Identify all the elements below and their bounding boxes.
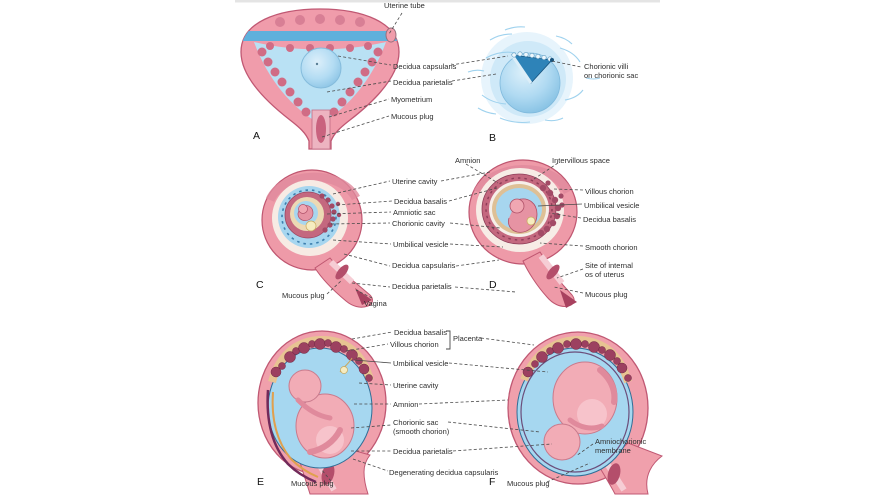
label-site-of-internal-os: Site of internal os of uterus <box>585 261 633 279</box>
panel-e-uterus-fetus <box>257 330 387 495</box>
panel-letter-a: A <box>253 130 261 142</box>
label-d-mucous-plug: Mucous plug <box>585 290 628 299</box>
fundus-frills <box>275 14 365 27</box>
umbilical-vesicle-e <box>340 366 348 374</box>
label-intervillous-space: Intervillous space <box>552 156 610 165</box>
panel-b-chorionic-sac <box>467 26 601 124</box>
label-c-decidua-capsularis: Decidua capsularis <box>392 261 456 270</box>
uterine-tube-opening <box>385 27 397 43</box>
vagina-c <box>355 288 372 305</box>
label-uterine-tube: Uterine tube <box>384 1 425 10</box>
label-e-decidua-basalis: Decidua basalis <box>394 328 447 337</box>
villi-clusters-f <box>522 338 632 382</box>
panel-letter-b: B <box>489 132 497 144</box>
label-e-umbilical-vesicle: Umbilical vesicle <box>393 359 449 368</box>
mucous-plug-d <box>546 264 560 280</box>
mucous-plug-c <box>335 264 349 280</box>
label-amniochorionic-membrane: Amniochorionic membrane <box>595 437 646 455</box>
label-e-decidua-parietalis: Decidua parietalis <box>393 447 453 456</box>
label-c-uterine-cavity: Uterine cavity <box>392 177 438 186</box>
panel-d-uterus <box>468 159 578 308</box>
label-f-mucous-plug: Mucous plug <box>507 479 550 488</box>
umbilical-vesicle-c <box>305 220 317 232</box>
label-c-mucous-plug: Mucous plug <box>282 291 325 300</box>
wedge-cut-face <box>510 54 533 84</box>
label-site-os-line1: Site of internal <box>585 261 633 270</box>
embryo-dot <box>315 62 319 66</box>
mucous-plug-f <box>607 463 621 485</box>
label-placenta: Placenta <box>453 334 483 343</box>
label-c-decidua-parietalis: Decidua parietalis <box>392 282 452 291</box>
label-e-uterine-cavity: Uterine cavity <box>393 381 439 390</box>
label-a-decidua-parietalis: Decidua parietalis <box>393 78 453 87</box>
uterine-tube-lumen <box>241 31 399 41</box>
label-chorionic-sac-line1: Chorionic sac <box>393 418 439 427</box>
label-c-decidua-basalis: Decidua basalis <box>394 197 447 206</box>
panel-letter-d: D <box>489 279 497 291</box>
leader-lines <box>320 12 594 483</box>
chorionic-sac-a <box>300 47 342 89</box>
mucous-plug-e <box>321 463 335 485</box>
label-amniochorionic-line1: Amniochorionic <box>595 437 647 446</box>
fetus-f <box>543 361 618 461</box>
amniochorionic-membrane-line <box>520 351 630 473</box>
label-e-villous-chorion: Villous chorion <box>390 340 439 349</box>
label-a-mucous-plug: Mucous plug <box>391 112 434 121</box>
label-chorionic-villi-line1: Chorionic villi <box>584 62 629 71</box>
fetus-e <box>288 369 355 459</box>
villi-clusters-e <box>270 338 373 382</box>
label-e-mucous-plug: Mucous plug <box>291 479 334 488</box>
label-chorionic-cavity: Chorionic cavity <box>392 219 445 228</box>
label-d-amnion: Amnion <box>455 156 481 165</box>
panel-c-uterus-early <box>261 169 373 308</box>
label-chorionic-villi-line2: on chorionic sac <box>584 71 639 80</box>
chorionic-sac-band-e <box>271 391 319 478</box>
label-amniochorionic-line2: membrane <box>595 446 631 455</box>
page-edge <box>235 0 660 3</box>
label-d-umbilical-vesicle: Umbilical vesicle <box>584 201 640 210</box>
panel-a-uterus-frontal <box>240 8 400 150</box>
label-myometrium: Myometrium <box>391 95 433 104</box>
panel-f-uterus-fetus <box>507 331 664 495</box>
mucous-plug-a <box>316 115 326 143</box>
label-smooth-chorion: Smooth chorion <box>585 243 638 252</box>
label-site-os-line2: os of uterus <box>585 270 625 279</box>
placenta-bracket <box>446 330 451 350</box>
label-chorionic-sac-line2: (smooth chorion) <box>393 427 450 436</box>
vagina-d <box>560 290 577 308</box>
cavity-frills <box>257 42 383 117</box>
solid-leader-lines <box>353 203 583 364</box>
label-e-amnion: Amnion <box>393 400 419 409</box>
label-amniotic-sac: Amniotic sac <box>393 208 436 217</box>
label-d-decidua-basalis: Decidua basalis <box>583 215 636 224</box>
label-chorionic-villi: Chorionic villi on chorionic sac <box>584 62 638 80</box>
panel-letter-c: C <box>256 279 264 291</box>
decidua-parietalis-band-e <box>266 389 317 484</box>
label-chorionic-sac: Chorionic sac (smooth chorion) <box>393 418 449 436</box>
label-d-villous-chorion: Villous chorion <box>585 187 634 196</box>
panel-letter-f: F <box>489 476 496 488</box>
panel-letter-e: E <box>257 476 265 488</box>
label-degenerating-decidua-capsularis: Degenerating decidua capsularis <box>389 468 499 477</box>
label-vagina: Vagina <box>364 299 387 308</box>
villi-d <box>537 180 565 237</box>
label-a-decidua-capsularis: Decidua capsularis <box>393 62 457 71</box>
umbilical-vesicle-d <box>526 216 536 226</box>
label-c-umbilical-vesicle: Umbilical vesicle <box>393 240 449 249</box>
